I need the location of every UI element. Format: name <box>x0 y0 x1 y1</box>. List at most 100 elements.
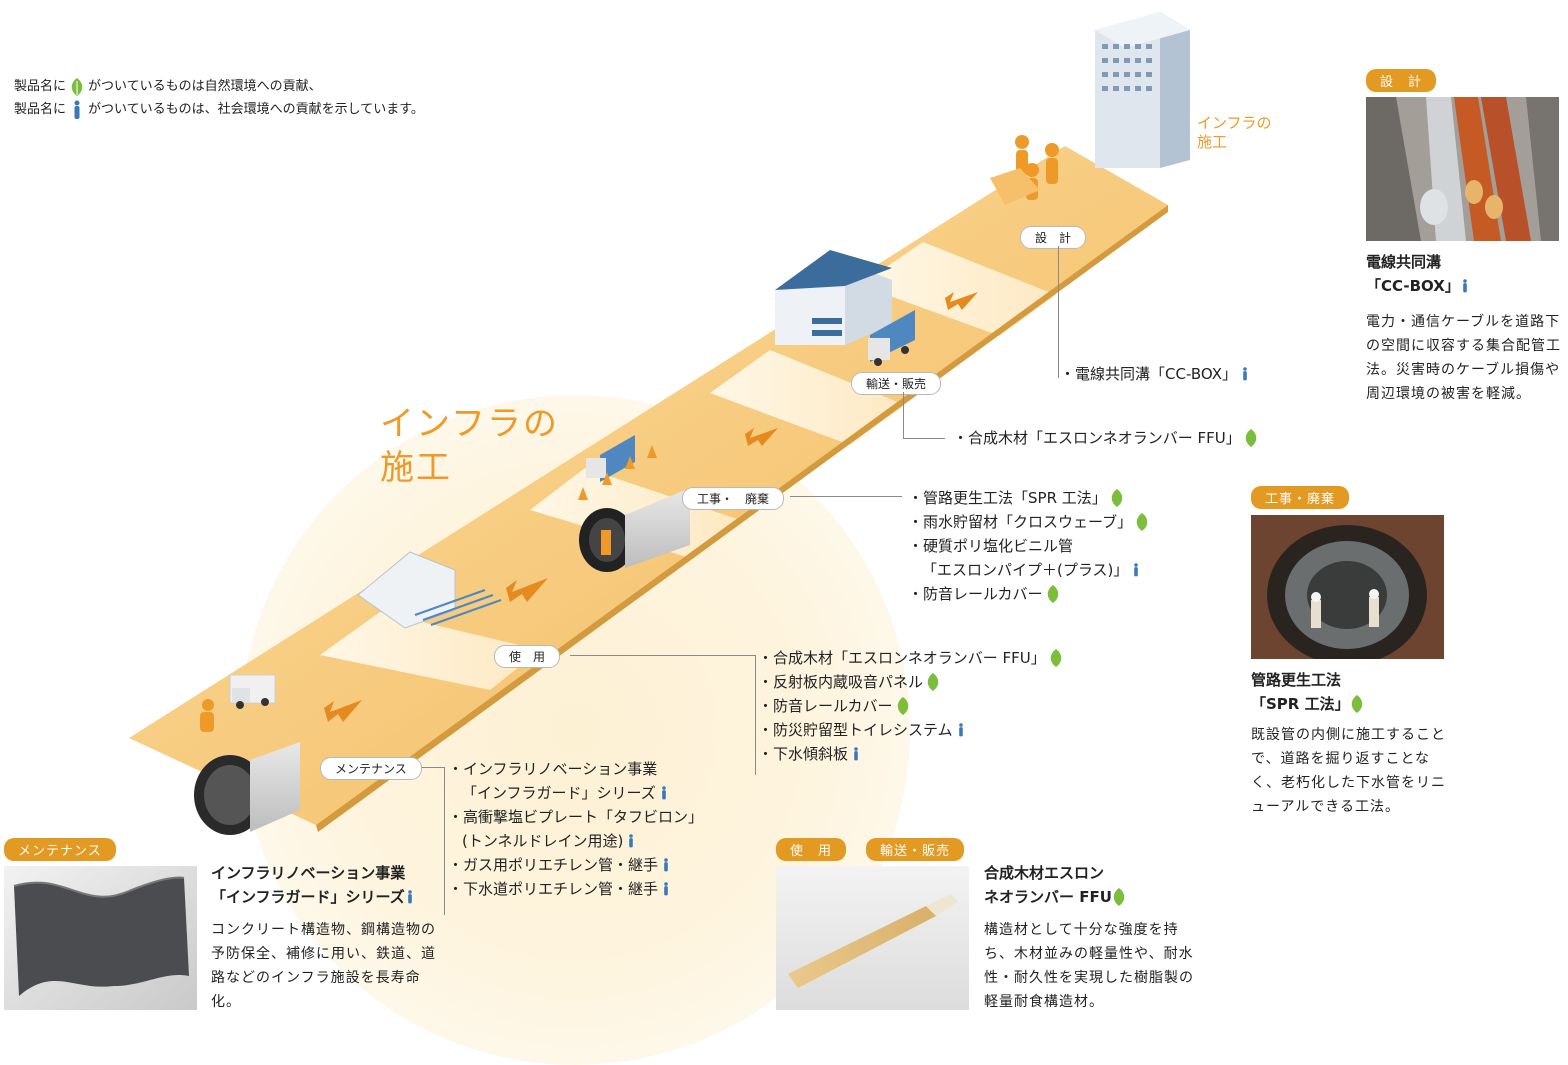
list-maintenance-item-5: ・下水道ポリエチレン管・継手 <box>448 880 659 898</box>
road-band-4 <box>320 612 540 690</box>
spr-tunnel-image <box>1251 515 1444 659</box>
leader-construction <box>790 496 902 497</box>
spr-title-line1: 管路更生工法 <box>1251 671 1342 689</box>
leader-use-h <box>570 655 755 656</box>
truck-maintenance <box>229 674 276 709</box>
person-icon <box>662 786 666 800</box>
truck-transport <box>868 310 915 366</box>
spr-title-line2: 「SPR 工法」 <box>1251 695 1350 713</box>
leader-transport-v <box>903 392 904 438</box>
leader-maint-h <box>422 767 444 768</box>
list-use-item-4: ・下水傾斜板 <box>758 745 849 763</box>
traffic-cones <box>578 445 657 500</box>
person-icon <box>854 747 858 761</box>
ffu-title-line1: 合成木材エスロン <box>984 864 1105 882</box>
ffu-title: 合成木材エスロン ネオランバー FFU <box>984 861 1126 909</box>
person-icon <box>1463 279 1467 293</box>
list-construction-item-0: ・管路更生工法「SPR 工法」 <box>908 489 1107 507</box>
person-icon <box>958 723 963 737</box>
legend-social-text: がついているものは、社会環境への貢献を示しています。 <box>88 102 424 117</box>
ccbox-body: 電力・通信ケーブルを道路下の空間に収容する集合配管工法。災害時のケーブル損傷や周… <box>1366 314 1561 402</box>
legend-prefix: 製品名に <box>14 79 67 94</box>
leaf-icon <box>1047 585 1058 603</box>
infraguard-tag: メンテナンス <box>4 838 116 861</box>
leaf-icon <box>1050 649 1061 667</box>
list-construction-item-1: ・雨水貯留材「クロスウェーブ」 <box>908 513 1133 531</box>
building-title: インフラの 施工 <box>1197 114 1272 152</box>
spr-tag: 工事・廃棄 <box>1251 486 1350 509</box>
maintenance-tunnel <box>194 742 300 835</box>
office-building <box>1095 12 1190 168</box>
leaf-icon <box>897 697 908 715</box>
ccbox-cables-image <box>1366 97 1559 241</box>
legend-note: 製品名に がついているものは自然環境への貢献、 製品名に がついているものは、社… <box>14 75 424 121</box>
ffu-tag-use: 使 用 <box>776 838 847 861</box>
flow-arrows <box>324 292 978 722</box>
storage-greenhouse <box>357 551 502 629</box>
person-icon <box>664 882 668 896</box>
list-construction-item-4: ・防音レールカバー <box>908 585 1043 603</box>
leaf-icon <box>1245 429 1256 447</box>
list-design-item-0: ・電線共同溝「CC-BOX」 <box>1060 365 1237 383</box>
person-icon <box>408 890 412 904</box>
ffu-wood-image <box>776 866 969 1010</box>
list-construction-item-3: 「エスロンパイプ＋(プラス)」 <box>922 561 1129 579</box>
list-use-item-1: ・反射板内蔵吸音パネル <box>758 673 924 691</box>
leader-design <box>1058 246 1059 378</box>
ffu-photo <box>776 866 969 1010</box>
stage-tag-design: 設 計 <box>1020 226 1087 249</box>
list-use-item-0: ・合成木材「エスロンネオランバー FFU」 <box>758 649 1046 667</box>
list-use-item-2: ・防音レールカバー <box>758 697 893 715</box>
construction-pipe <box>579 488 690 572</box>
leaf-icon <box>1113 888 1125 906</box>
ffu-title-line2: ネオランバー FFU <box>984 888 1112 906</box>
ccbox-title: 電線共同溝 「CC-BOX」 <box>1366 250 1470 298</box>
ffu-body: 構造材として十分な強度を持ち、木材並みの軽量性や、耐水性・耐久性を実現した樹脂製… <box>984 922 1194 1010</box>
road-band-2 <box>710 350 905 445</box>
designers-figure <box>990 135 1059 205</box>
ccbox-photo <box>1366 97 1559 241</box>
list-transport-item-0: ・合成木材「エスロンネオランバー FFU」 <box>953 429 1241 447</box>
leaf-icon <box>1136 513 1148 531</box>
ffu-tag-transport: 輸送・販売 <box>866 838 965 861</box>
list-transport: ・合成木材「エスロンネオランバー FFU」 <box>953 426 1258 450</box>
main-title: インフラの 施工 <box>380 402 559 490</box>
person-icon <box>664 858 668 872</box>
leaf-icon <box>927 673 939 691</box>
stage-tag-construction: 工事・ 廃棄 <box>682 487 785 510</box>
maintenance-worker <box>200 699 214 732</box>
list-maintenance-item-3: (トンネルドレイン用途) <box>462 832 624 850</box>
infraguard-photo <box>4 866 197 1010</box>
legend-nature-text: がついているものは自然環境への貢献、 <box>88 79 322 94</box>
infraguard-sheet-image <box>4 866 197 1010</box>
spr-title: 管路更生工法 「SPR 工法」 <box>1251 668 1364 716</box>
spr-body: 既設管の内側に施工することで、道路を掘り返すことなく、老朽化した下水管をリニュー… <box>1251 727 1446 815</box>
leader-use-v <box>755 655 756 775</box>
factory-building <box>775 250 892 345</box>
list-maintenance: ・インフラリノベーション事業 「インフラガード」シリーズ ・高衝撃塩ビプレート「… <box>448 757 703 901</box>
legend-prefix-2: 製品名に <box>14 102 67 117</box>
person-icon <box>629 834 634 848</box>
infraguard-title-line1: インフラリノベーション事業 <box>211 864 406 882</box>
building-title-line2: 施工 <box>1197 133 1228 151</box>
list-maintenance-item-4: ・ガス用ポリエチレン管・継手 <box>448 856 659 874</box>
building-title-line1: インフラの <box>1197 114 1272 132</box>
list-use: ・合成木材「エスロンネオランバー FFU」 ・反射板内蔵吸音パネル ・防音レール… <box>758 646 1063 766</box>
spr-photo <box>1251 515 1444 659</box>
leaf-icon <box>1351 695 1362 713</box>
list-maintenance-item-2: ・高衝撃塩ビプレート「タフビロン」 <box>448 808 704 826</box>
leader-maint-v <box>444 767 445 915</box>
stage-tag-transport: 輸送・販売 <box>851 372 942 395</box>
list-maintenance-item-0: ・インフラリノベーション事業 <box>448 760 658 778</box>
list-construction-item-2: ・硬質ポリ塩化ビニル管 <box>908 537 1074 555</box>
infraguard-title: インフラリノベーション事業 「インフラガード」シリーズ <box>211 861 415 909</box>
leaf-icon <box>1111 489 1123 507</box>
leaf-icon <box>71 77 83 96</box>
stage-tag-maintenance: メンテナンス <box>320 757 422 780</box>
person-icon <box>1134 563 1139 577</box>
ccbox-tag: 設 計 <box>1366 69 1437 92</box>
ccbox-title-line2: 「CC-BOX」 <box>1366 277 1460 295</box>
main-title-line1: インフラの <box>380 404 559 444</box>
list-construction: ・管路更生工法「SPR 工法」 ・雨水貯留材「クロスウェーブ」 ・硬質ポリ塩化ビ… <box>908 486 1149 606</box>
